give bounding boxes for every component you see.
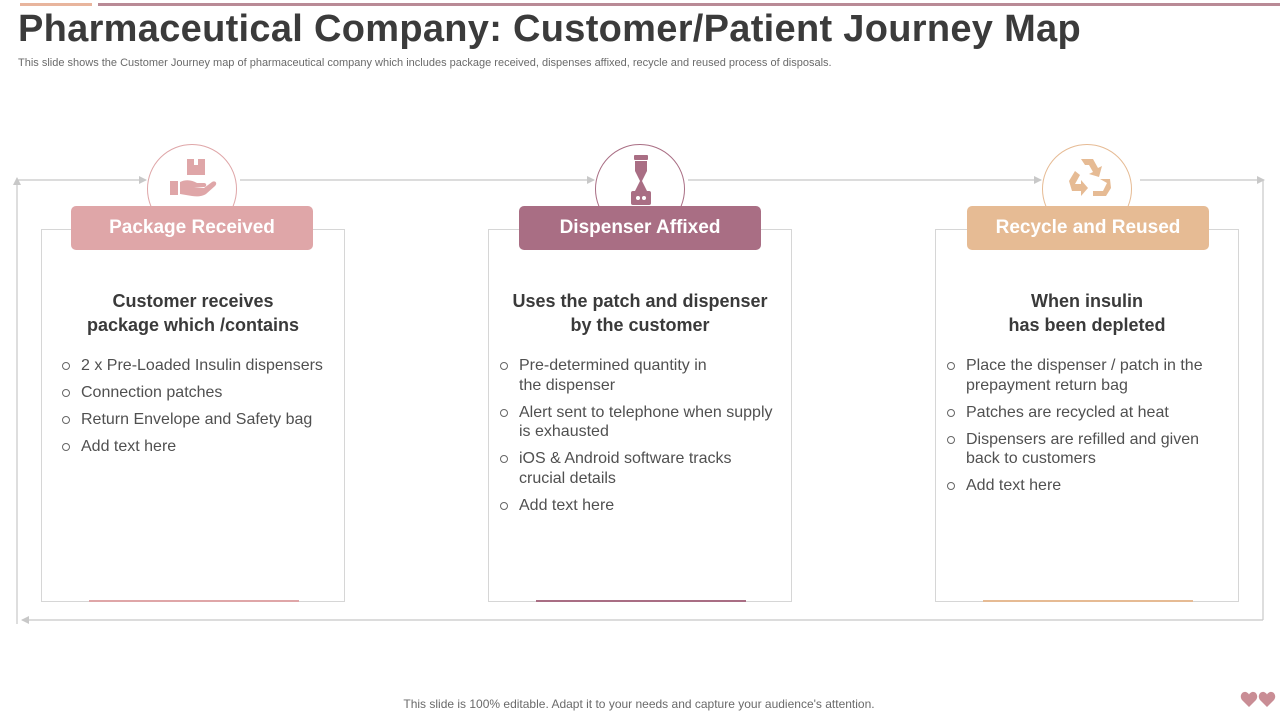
stage-heading-line-2: has been depleted [1008, 314, 1166, 335]
card-accent-bar [983, 600, 1193, 602]
top-accent-line-short [20, 3, 92, 6]
list-item: 2 x Pre-Loaded Insulin dispensers [62, 356, 332, 376]
stage-card-package-received [41, 229, 345, 602]
stage-heading: Uses the patch and dispenser by the cust… [488, 290, 792, 337]
footer-note: This slide is 100% editable. Adapt it to… [403, 697, 875, 711]
page-title: Pharmaceutical Company: Customer/Patient… [18, 8, 1081, 50]
list-item: Pre-determined quantity in the dispenser [500, 356, 780, 395]
list-item: iOS & Android software tracks crucial de… [500, 449, 780, 488]
recycle-icon [1069, 159, 1111, 196]
page-subtitle: This slide shows the Customer Journey ma… [18, 57, 832, 69]
stage-points-list: Pre-determined quantity in the dispenser… [500, 356, 780, 523]
card-accent-bar [89, 600, 299, 602]
stage-heading: Customer receives package which /contain… [41, 290, 345, 337]
insulin-dispenser-icon [631, 155, 651, 205]
stage-heading: When insulin has been depleted [935, 290, 1239, 337]
list-item: Alert sent to telephone when supply is e… [500, 403, 780, 442]
stage-heading-line-2: by the customer [570, 314, 710, 335]
stage-card-dispenser-affixed [488, 229, 792, 602]
stage-heading-line-1: Customer receives [112, 291, 274, 311]
list-item: Patches are recycled at heat [947, 403, 1222, 423]
hand-package-icon [170, 159, 217, 197]
top-accent-line-long [98, 3, 1280, 6]
stage-heading-line-2: package which /contains [86, 314, 300, 335]
stage-heading-line-1: Uses the patch and dispenser [512, 291, 768, 311]
list-item: Add text here [500, 496, 780, 516]
list-item: Dispensers are refilled and given back t… [947, 430, 1222, 469]
list-item: Return Envelope and Safety bag [62, 410, 332, 430]
list-item: Place the dispenser / patch in the prepa… [947, 356, 1222, 395]
stage-points-list: Place the dispenser / patch in the prepa… [947, 356, 1222, 503]
stage-label-package-received: Package Received [71, 206, 313, 250]
stage-label-dispenser-affixed: Dispenser Affixed [519, 206, 761, 250]
hearts-logo-icon [1240, 691, 1276, 707]
stage-points-list: 2 x Pre-Loaded Insulin dispensers Connec… [62, 356, 332, 464]
stage-heading-line-1: When insulin [1031, 291, 1143, 311]
list-item: Add text here [62, 437, 332, 457]
list-item: Connection patches [62, 383, 332, 403]
stage-label-recycle-reused: Recycle and Reused [967, 206, 1209, 250]
card-accent-bar [536, 600, 746, 602]
stage-card-recycle-reused [935, 229, 1239, 602]
list-item: Add text here [947, 476, 1222, 496]
